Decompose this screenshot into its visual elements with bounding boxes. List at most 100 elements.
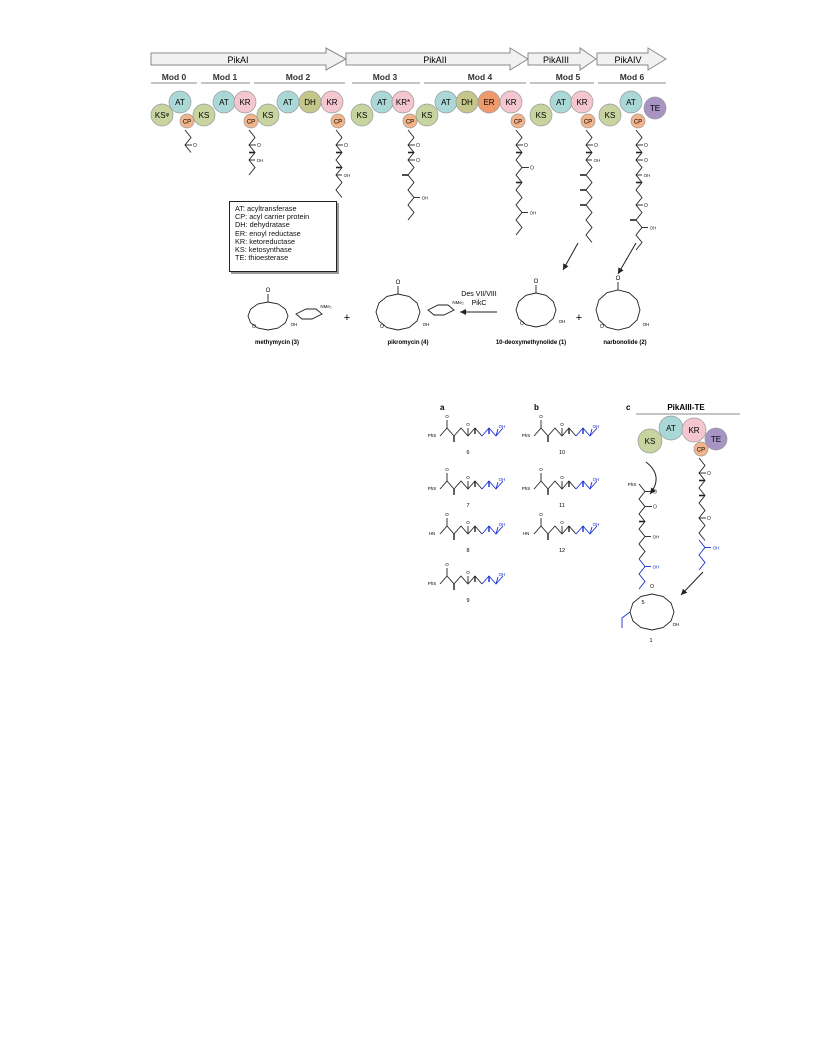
desosamine-sugar xyxy=(427,304,455,316)
domain-ks-circle: KS xyxy=(637,428,663,454)
chain-bond xyxy=(635,129,643,251)
atom-hydroxyl: OH xyxy=(593,424,600,429)
atom-hydroxyl: OH xyxy=(713,546,720,551)
ring-hydroxyl: OH xyxy=(423,322,430,327)
protein-label-pikaii: PikAII xyxy=(423,55,447,65)
atom-hydroxyl: OH xyxy=(499,424,506,429)
atom-oxygen: O xyxy=(530,166,534,172)
domain-kr-circle: KR xyxy=(233,90,257,114)
domain-kr-label: KR* xyxy=(396,98,410,107)
domain-kr-circle: KR xyxy=(320,90,344,114)
domain-ks-circle: KS xyxy=(598,103,622,127)
atom-oxygen: O xyxy=(560,475,564,480)
protein-label-pikaiv: PikAIV xyxy=(614,55,641,65)
atom-hydroxyl: OH xyxy=(530,211,537,216)
protein-arrow-pikaiii: PikAIII xyxy=(527,47,597,71)
compound-number-9: 9 xyxy=(466,598,469,604)
arrow-label-pikc: PikC xyxy=(472,300,487,307)
domain-dh-label: DH xyxy=(461,98,473,107)
arrow-label-desvii: Des VII/VIII xyxy=(461,291,496,298)
chain-bond xyxy=(585,129,593,243)
domain-kr-label: KR xyxy=(239,98,250,107)
ring-lactone-oxygen: O xyxy=(600,324,604,330)
domain-at-label: AT xyxy=(219,98,229,107)
arrow-transfer xyxy=(645,461,657,495)
domain-kr-label: KR xyxy=(505,98,516,107)
domain-ks-circle: KS xyxy=(415,103,439,127)
domain-cp-circle: CP xyxy=(510,113,526,129)
legend-item-at: AT: acyltransferase xyxy=(235,204,297,213)
domain-ks-circle: KSᵠ xyxy=(150,103,174,127)
domain-ks-label: KS xyxy=(645,437,656,446)
domain-te-circle: TE xyxy=(643,96,667,120)
domain-ks-circle: KS xyxy=(350,103,374,127)
module-label-1: Mod 1 xyxy=(213,72,238,82)
protein-label-pikaiii: PikAIII xyxy=(543,55,569,65)
domain-at-circle: AT xyxy=(370,90,394,114)
domain-kr-circle: KR xyxy=(499,90,523,114)
compound-number-11: 11 xyxy=(559,503,565,509)
domain-cp-label: CP xyxy=(514,119,522,125)
legend-item-dh: DH: dehydratase xyxy=(235,220,290,230)
domain-cp-label: CP xyxy=(334,119,342,125)
domain-dh-circle: DH xyxy=(298,90,322,114)
atom-oxygen: O xyxy=(344,143,348,149)
domain-at-circle: AT xyxy=(212,90,236,114)
atom-hydroxyl: OH xyxy=(653,565,660,570)
atom-thioester: PhS xyxy=(628,482,637,487)
compound-label-methymycin: methymycin (3) xyxy=(255,340,299,346)
atom-oxygen: O xyxy=(416,143,420,149)
domain-cp-circle: CP xyxy=(330,113,346,129)
domain-cp-circle: CP xyxy=(179,113,195,129)
atom-oxygen: O xyxy=(445,512,449,517)
domain-at-circle: AT xyxy=(549,90,573,114)
compound-number-10: 10 xyxy=(559,450,565,456)
compound-number-12: 12 xyxy=(559,548,565,554)
domain-te-label: TE xyxy=(711,435,721,444)
atom-oxygen: O xyxy=(539,512,543,517)
atom-thioester: HN xyxy=(429,531,436,536)
domain-ks-label: KS xyxy=(536,111,547,120)
atom-oxygen: O xyxy=(445,467,449,472)
module-label-5: Mod 5 xyxy=(556,72,581,82)
domain-cp-circle: CP xyxy=(580,113,596,129)
domain-ks-label: KS xyxy=(263,111,274,120)
module-label-3: Mod 3 xyxy=(373,72,398,82)
atom-hydroxyl: OH xyxy=(344,173,351,178)
domain-te-circle: TE xyxy=(704,427,728,451)
atom-oxygen: O xyxy=(644,158,648,164)
module-labels: Mod 0 Mod 1 Mod 2 Mod 3 Mod 4 Mod 5 Mod … xyxy=(162,72,645,82)
compound-number-5: 5 xyxy=(641,600,644,606)
atom-oxygen: O xyxy=(416,158,420,164)
domain-ks-label: KS xyxy=(357,111,368,120)
domain-ks-label: KS xyxy=(422,111,433,120)
domain-ks-circle: KS xyxy=(192,103,216,127)
atom-oxygen: O xyxy=(466,520,470,525)
domain-at-label: AT xyxy=(556,98,566,107)
domain-cp-label: CP xyxy=(584,119,592,125)
legend-item-cp: CP: acyl carrier protein xyxy=(235,212,310,222)
atom-oxygen: O xyxy=(466,570,470,575)
atom-thioester: PhS xyxy=(522,486,531,491)
panel-c-title: PikAIII-TE xyxy=(667,403,705,412)
domain-cp-label: CP xyxy=(183,119,191,125)
ring-lactone-oxygen: O xyxy=(380,324,384,330)
atom-hydroxyl: OH xyxy=(644,173,651,178)
atom-oxygen: O xyxy=(644,143,648,149)
domain-kr-label: KR xyxy=(688,426,699,435)
domain-ks-label: KS xyxy=(605,111,616,120)
domain-ks-label: KS xyxy=(199,111,210,120)
atom-oxygen: O xyxy=(650,584,654,590)
atom-hydroxyl: OH xyxy=(593,522,600,527)
compound-number-8: 8 xyxy=(466,548,469,554)
atom-oxygen: O xyxy=(257,143,261,149)
domain-at-circle: AT xyxy=(658,415,684,441)
domain-ks-circle: KS xyxy=(529,103,553,127)
atom-nme2: NMe₂ xyxy=(452,300,464,305)
